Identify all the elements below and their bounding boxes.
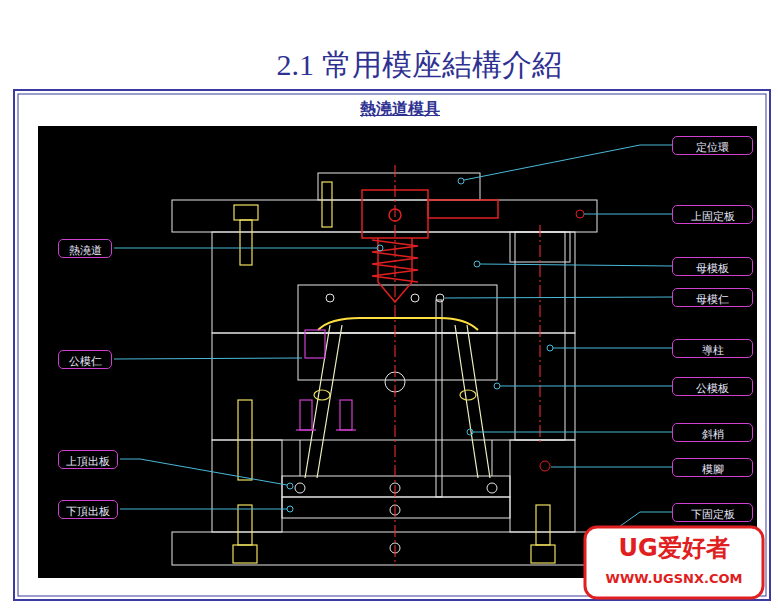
callout-box: 公模仁	[58, 350, 112, 369]
part-name: 公模仁	[69, 353, 102, 370]
part-name: 熱澆道	[69, 242, 102, 259]
callout-box: 上頂出板	[58, 450, 118, 469]
part-name: 上固定板	[691, 208, 735, 225]
screws	[296, 330, 356, 430]
center-line	[395, 165, 396, 566]
hot-runner-symbol	[362, 190, 498, 302]
diagram-subtitle: 熱澆道模具	[300, 98, 500, 120]
callout-box: 熱澆道	[58, 239, 112, 258]
callout-box: 定位環	[672, 136, 753, 155]
dowel	[576, 210, 584, 218]
bolts	[233, 182, 555, 563]
part-name: 公模板	[696, 380, 729, 397]
callout-box: 母模板	[672, 257, 753, 276]
callout-box: 公模板	[672, 377, 753, 396]
part-name: 導柱	[702, 342, 724, 359]
watermark-text: WWW.UGSNX.COM	[588, 570, 760, 588]
part-name: 母模板	[696, 260, 729, 277]
watermark-box	[585, 527, 763, 598]
callout-box: 導柱	[672, 339, 753, 358]
part-name: 模腳	[702, 461, 724, 478]
callout-box: 斜梢	[672, 423, 753, 442]
callout-box: 母模仁	[672, 288, 753, 307]
callout-box: 下固定板	[672, 503, 753, 522]
part-name: 定位環	[696, 139, 729, 156]
mold-plates	[172, 173, 597, 565]
part-name: 上頂出板	[66, 453, 110, 470]
outer-frame	[14, 90, 770, 600]
molded-part	[318, 318, 478, 330]
leader-lines	[114, 145, 672, 551]
part-name: 斜梢	[702, 426, 724, 443]
pillar-center-line	[540, 225, 541, 445]
page-title: 2.1 常用模座結構介紹	[30, 46, 778, 84]
angle-pins	[305, 325, 490, 478]
watermark-text: UG爱好者	[588, 532, 760, 564]
callout-box: 上固定板	[672, 205, 753, 224]
part-name: 母模仁	[696, 291, 729, 308]
dowel	[540, 461, 550, 471]
callout-box: 模腳	[672, 458, 753, 477]
part-name: 下頂出板	[66, 503, 110, 520]
part-name: 下固定板	[691, 506, 735, 523]
drawing-panel	[38, 126, 757, 578]
callout-box: 下頂出板	[58, 500, 118, 519]
inner-frame	[18, 94, 766, 596]
